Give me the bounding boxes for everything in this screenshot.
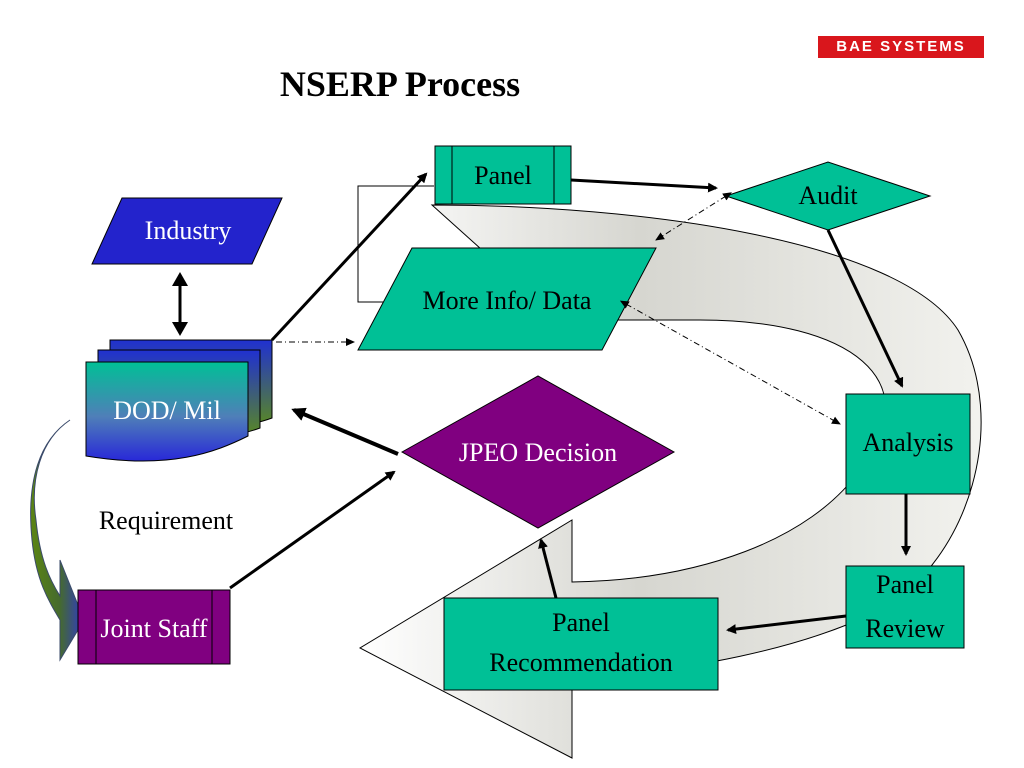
- arrow-panel-to-audit: [570, 178, 718, 193]
- arrow-dod-to-panel: [270, 172, 428, 342]
- jpeo-decision-node: [400, 375, 676, 529]
- more-info-label: More Info/ Data: [422, 286, 592, 315]
- bae-systems-logo: [818, 36, 984, 58]
- joint-staff-node: [77, 589, 231, 665]
- analysis-label: Analysis: [862, 428, 954, 457]
- arrow-review-to-recommendation: [726, 614, 847, 635]
- industry-dod-arrow: [172, 272, 188, 336]
- dashed-moreinfo-analysis: [619, 300, 841, 425]
- arrow-jointstaff-to-jpeo: [229, 470, 396, 590]
- dod-mil-label: DOD/ Mil: [113, 396, 221, 425]
- industry-node: [91, 197, 283, 265]
- panel-recommendation-label-line2: Recommendation: [489, 648, 673, 677]
- logo-text: BAE SYSTEMS: [836, 38, 966, 55]
- dashed-audit-moreinfo: [655, 192, 732, 241]
- dod-mil-node: [85, 339, 273, 462]
- flow-arrows: [229, 172, 911, 635]
- panel-recommendation-node: [443, 597, 719, 691]
- arrow-recommendation-to-jpeo: [538, 538, 558, 599]
- page-title: NSERP Process: [279, 64, 521, 104]
- panel-review-label-line1: Panel: [876, 570, 934, 599]
- more-info-node: [357, 247, 657, 351]
- arrow-audit-to-analysis: [826, 229, 904, 388]
- joint-staff-label: Joint Staff: [100, 614, 208, 643]
- panel-recommendation-label-line1: Panel: [552, 608, 610, 637]
- analysis-node: [845, 393, 971, 495]
- audit-label: Audit: [798, 181, 858, 210]
- arrow-jpeo-to-dod: [291, 407, 399, 456]
- jpeo-decision-label: JPEO Decision: [458, 438, 618, 467]
- requirement-label: Requirement: [98, 506, 234, 535]
- panel-review-label-line2: Review: [865, 614, 945, 643]
- panel-node: [434, 145, 572, 205]
- panel-review-node: [845, 565, 965, 649]
- audit-node: [724, 161, 932, 231]
- dashed-arrows: [276, 192, 841, 425]
- panel-label: Panel: [474, 161, 532, 190]
- industry-label: Industry: [144, 216, 232, 245]
- requirement-arrow: [30, 419, 85, 662]
